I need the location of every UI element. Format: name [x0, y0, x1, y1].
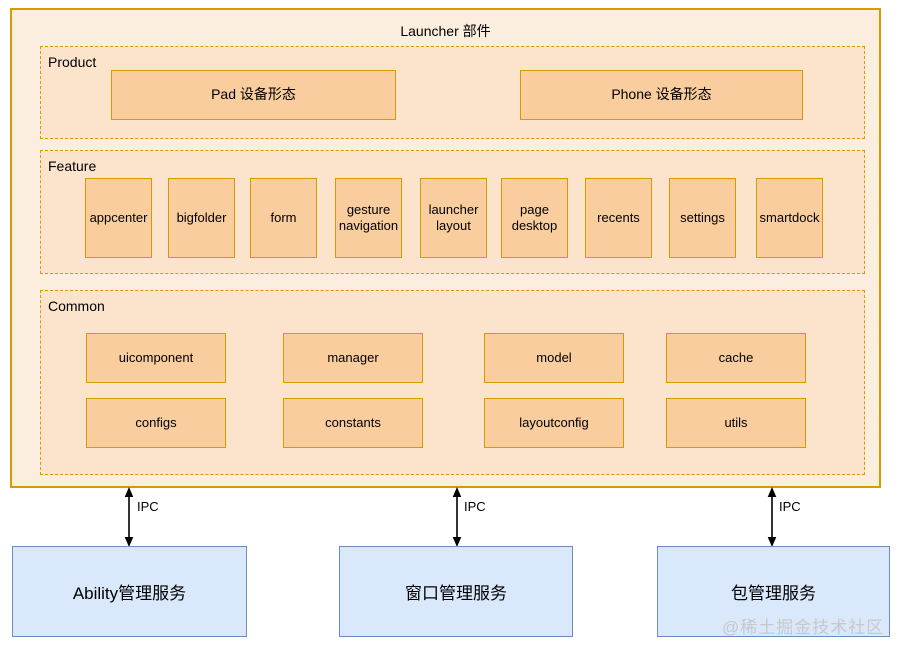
service-package-manager: 包管理服务: [657, 546, 890, 637]
launcher-container: Launcher 部件 Product Pad 设备形态 Phone 设备形态 …: [10, 8, 881, 488]
node-smartdock: smartdock: [756, 178, 823, 258]
ipc-label-3: IPC: [779, 499, 801, 514]
node-uicomponent: uicomponent: [86, 333, 226, 383]
section-feature: Feature appcenter bigfolder form gesture…: [40, 150, 865, 274]
node-cache: cache: [666, 333, 806, 383]
ipc-label-1: IPC: [137, 499, 159, 514]
ipc-arrow-ability: [124, 487, 134, 547]
node-pad-device: Pad 设备形态: [111, 70, 396, 120]
node-launcher-layout: launcher layout: [420, 178, 487, 258]
node-settings: settings: [669, 178, 736, 258]
node-appcenter: appcenter: [85, 178, 152, 258]
node-manager: manager: [283, 333, 423, 383]
node-phone-device: Phone 设备形态: [520, 70, 803, 120]
service-ability-manager: Ability管理服务: [12, 546, 247, 637]
section-product: Product Pad 设备形态 Phone 设备形态: [40, 46, 865, 139]
node-page-desktop: page desktop: [501, 178, 568, 258]
node-form: form: [250, 178, 317, 258]
node-layoutconfig: layoutconfig: [484, 398, 624, 448]
ipc-label-2: IPC: [464, 499, 486, 514]
ipc-arrow-package: [767, 487, 777, 547]
ipc-arrow-window: [452, 487, 462, 547]
watermark: @稀土掘金技术社区: [722, 618, 885, 637]
service-window-manager: 窗口管理服务: [339, 546, 573, 637]
node-gesture-navigation: gesture navigation: [335, 178, 402, 258]
node-utils: utils: [666, 398, 806, 448]
node-recents: recents: [585, 178, 652, 258]
node-bigfolder: bigfolder: [168, 178, 235, 258]
section-feature-label: Feature: [48, 158, 97, 174]
section-product-label: Product: [48, 54, 97, 70]
section-common: Common uicomponent manager model cache c…: [40, 290, 865, 475]
node-configs: configs: [86, 398, 226, 448]
diagram-title: Launcher 部件: [400, 23, 491, 39]
node-model: model: [484, 333, 624, 383]
node-constants: constants: [283, 398, 423, 448]
section-common-label: Common: [48, 298, 105, 314]
